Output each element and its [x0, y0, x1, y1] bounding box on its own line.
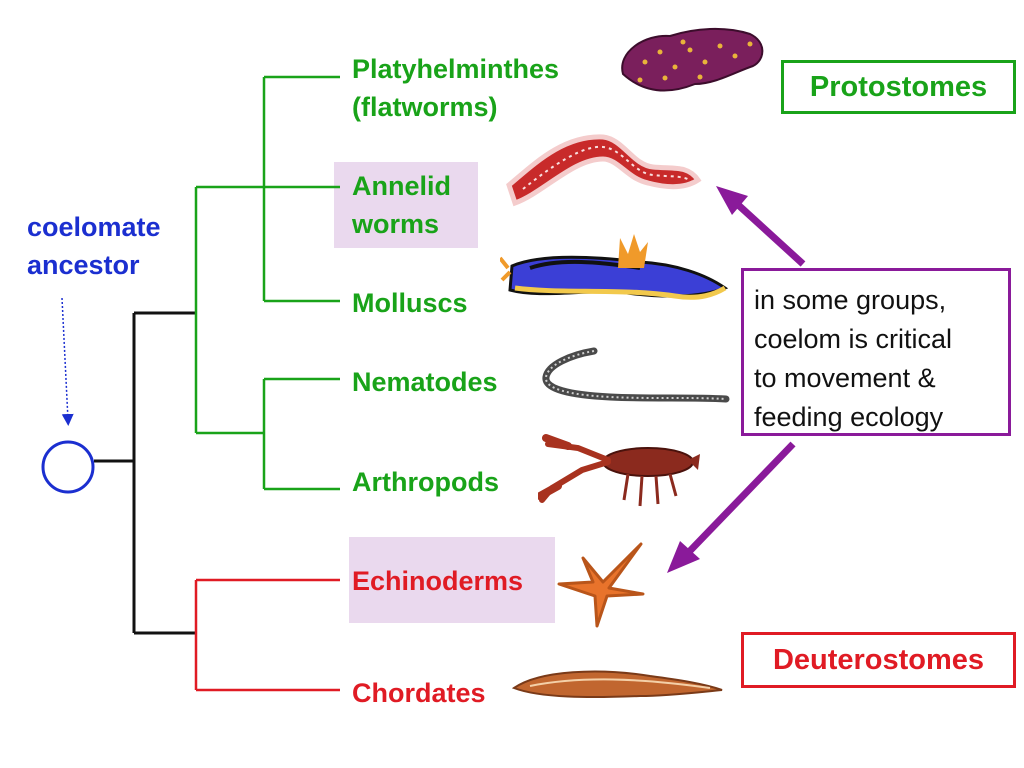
annelid-worm-icon: [506, 134, 702, 207]
protostome-branches: [194, 75, 340, 491]
molluscs-label: Molluscs: [352, 288, 468, 318]
deuterostomes-box: Deuterostomes: [741, 632, 1016, 688]
mollusc-nudibranch-icon: [500, 234, 729, 300]
platyhelminthes-line2: (flatworms): [352, 92, 498, 122]
root-branches: [94, 311, 196, 635]
ancestor-label: coelomate ancestor: [27, 208, 161, 284]
note-line2: coelom is critical: [754, 324, 953, 354]
annelid-highlight: [334, 162, 478, 248]
ancestor-arrow: [61, 297, 74, 426]
platyhelminthes-line1: Platyhelminthes: [352, 54, 560, 84]
note-line3: to movement &: [754, 363, 936, 393]
echinoderms-highlight: [349, 537, 555, 623]
note-line4: feeding ecology: [754, 402, 944, 432]
platyhelminthes-label: Platyhelminthes (flatworms): [352, 50, 559, 126]
chordate-lancelet-icon: [511, 670, 723, 699]
nematodes-label: Nematodes: [352, 367, 498, 397]
coelom-note-box: in some groups, coelom is critical to mo…: [741, 268, 1011, 436]
protostomes-box: Protostomes: [781, 60, 1016, 114]
arthropods-label: Arthropods: [352, 467, 499, 497]
crayfish-icon: [538, 434, 700, 507]
starfish-icon: [557, 542, 645, 628]
annelid-label: Annelid worms: [352, 167, 451, 243]
chordates-label: Chordates: [352, 678, 486, 708]
annelid-line1: Annelid: [352, 171, 451, 201]
ancestor-label-line1: coelomate: [27, 212, 161, 242]
note-arrows: [667, 186, 806, 573]
ancestor-label-line2: ancestor: [27, 250, 140, 280]
echinoderms-label: Echinoderms: [352, 566, 524, 596]
note-line1: in some groups,: [754, 285, 947, 315]
ancestor-node: [41, 440, 95, 494]
nematode-icon: [542, 347, 730, 403]
annelid-line2: worms: [352, 209, 440, 239]
flatworm-icon: [621, 27, 764, 92]
deuterostome-branches: [194, 578, 340, 692]
